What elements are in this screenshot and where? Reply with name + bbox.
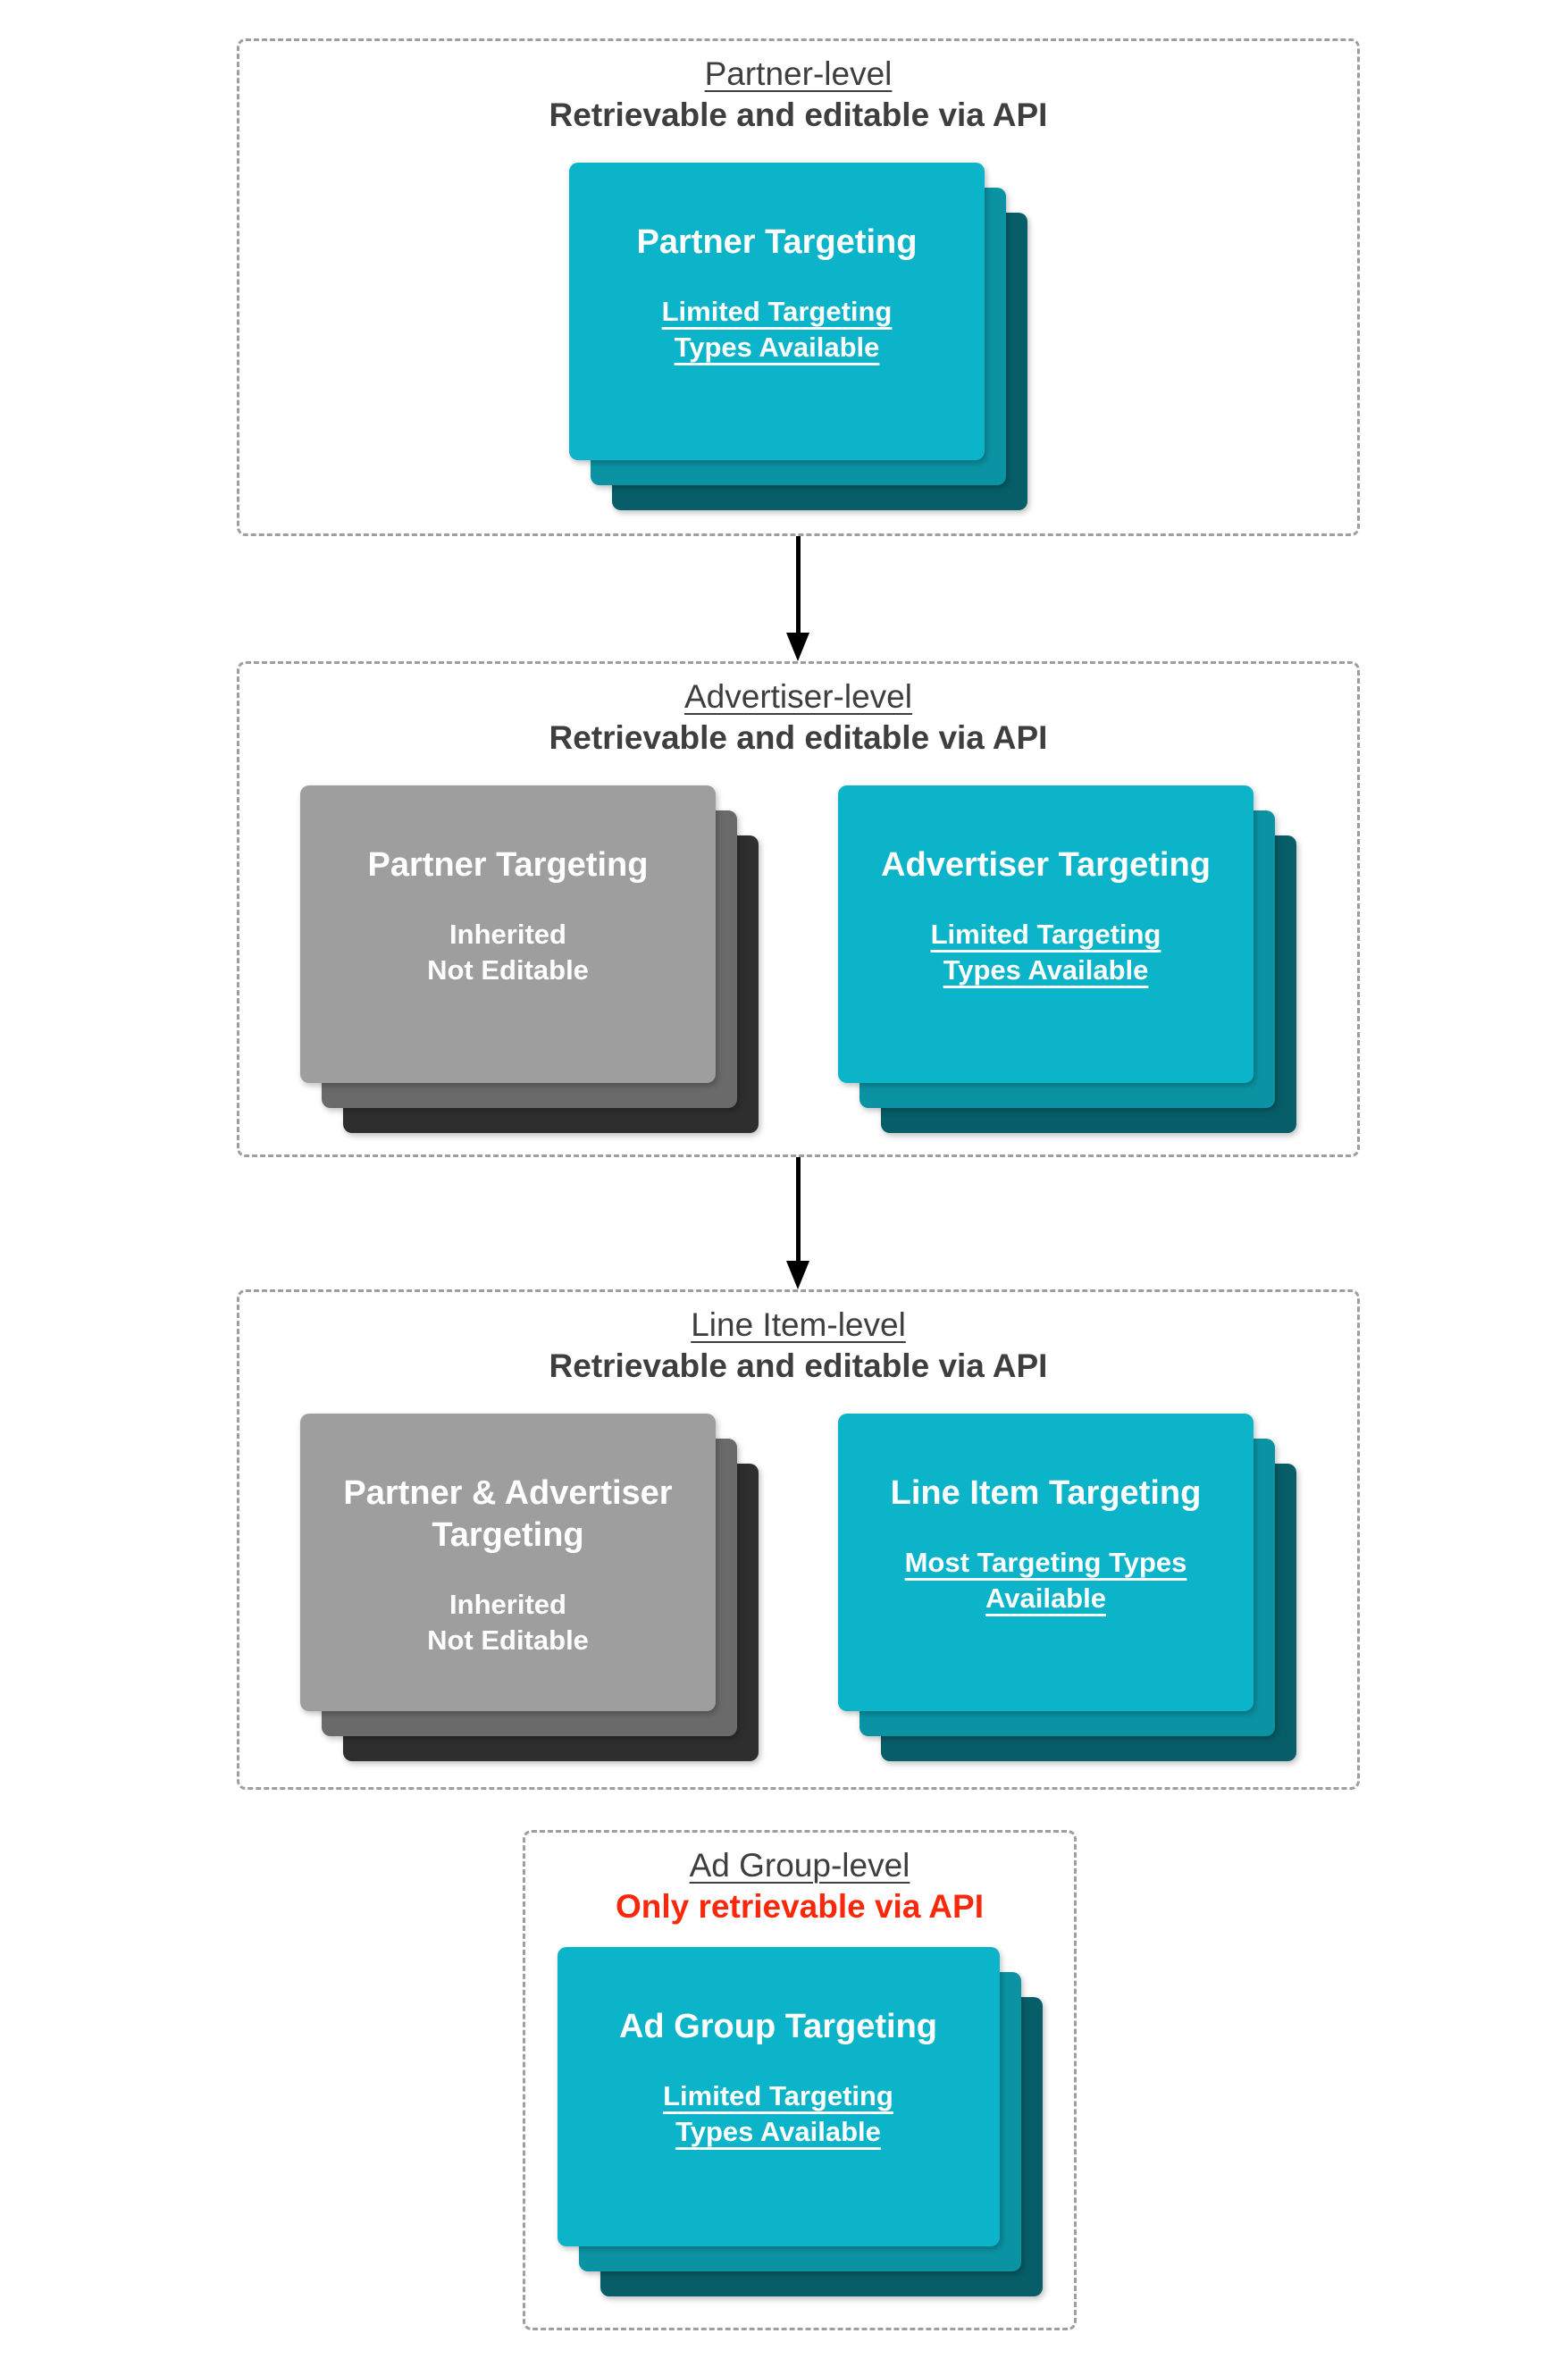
card-title: Line Item Targeting bbox=[890, 1474, 1202, 1512]
card-body: Inherited Not Editable bbox=[427, 1589, 589, 1656]
section-title: Partner-level bbox=[704, 55, 893, 92]
card-body: Limited Targeting Types Available bbox=[663, 2080, 893, 2147]
section-title: Line Item-level bbox=[691, 1306, 906, 1343]
card-stack-advertiser-targeting: Advertiser Targeting Limited Targeting T… bbox=[838, 785, 1296, 1133]
card-stack-inherited-partner-advertiser-targeting: Partner & Advertiser Targeting Inherited… bbox=[300, 1414, 759, 1761]
section-line-item-level: Line Item-level Retrievable and editable… bbox=[237, 1289, 1360, 1790]
card-body: Limited Targeting Types Available bbox=[661, 296, 893, 363]
section-partner-level: Partner-level Retrievable and editable v… bbox=[237, 38, 1360, 536]
arrow-shaft bbox=[795, 536, 801, 633]
arrow-shaft bbox=[795, 1157, 801, 1261]
section-subtitle: Retrievable and editable via API bbox=[549, 1347, 1048, 1384]
section-title: Ad Group-level bbox=[689, 1847, 910, 1884]
card-body: Most Targeting Types Available bbox=[904, 1547, 1187, 1614]
card-advertiser-targeting: Advertiser Targeting Limited Targeting T… bbox=[838, 785, 1254, 1083]
down-arrow-icon bbox=[786, 536, 809, 661]
section-subtitle: Retrievable and editable via API bbox=[549, 97, 1048, 133]
card-stack-partner-targeting: Partner Targeting Limited Targeting Type… bbox=[569, 163, 1027, 510]
section-advertiser-level: Advertiser-level Retrievable and editabl… bbox=[237, 661, 1360, 1157]
card-body: Inherited Not Editable bbox=[427, 919, 589, 986]
card-stack-inherited-partner-targeting: Partner Targeting Inherited Not Editable bbox=[300, 785, 759, 1133]
section-subtitle-warning: Only retrievable via API bbox=[616, 1888, 984, 1925]
card-stack-line-item-targeting: Line Item Targeting Most Targeting Types… bbox=[838, 1414, 1296, 1761]
card-partner-advertiser-targeting-inherited: Partner & Advertiser Targeting Inherited… bbox=[300, 1414, 716, 1711]
card-partner-targeting-inherited: Partner Targeting Inherited Not Editable bbox=[300, 785, 716, 1083]
section-ad-group-level: Ad Group-level Only retrievable via API … bbox=[523, 1830, 1077, 2330]
card-stack-ad-group-targeting: Ad Group Targeting Limited Targeting Typ… bbox=[557, 1947, 1043, 2296]
card-body: Limited Targeting Types Available bbox=[930, 919, 1161, 986]
card-title: Ad Group Targeting bbox=[618, 2008, 938, 2045]
arrow-head bbox=[786, 1261, 809, 1289]
card-title: Partner & Advertiser Targeting bbox=[343, 1474, 673, 1554]
down-arrow-icon bbox=[786, 1157, 809, 1289]
card-line-item-targeting: Line Item Targeting Most Targeting Types… bbox=[838, 1414, 1254, 1711]
card-partner-targeting: Partner Targeting Limited Targeting Type… bbox=[569, 163, 985, 460]
card-title: Partner Targeting bbox=[367, 846, 649, 884]
card-title: Advertiser Targeting bbox=[881, 846, 1211, 884]
section-title: Advertiser-level bbox=[684, 678, 912, 715]
section-subtitle: Retrievable and editable via API bbox=[549, 719, 1048, 756]
card-title: Partner Targeting bbox=[636, 223, 918, 261]
arrow-head bbox=[786, 633, 809, 661]
card-ad-group-targeting: Ad Group Targeting Limited Targeting Typ… bbox=[557, 1947, 1000, 2246]
